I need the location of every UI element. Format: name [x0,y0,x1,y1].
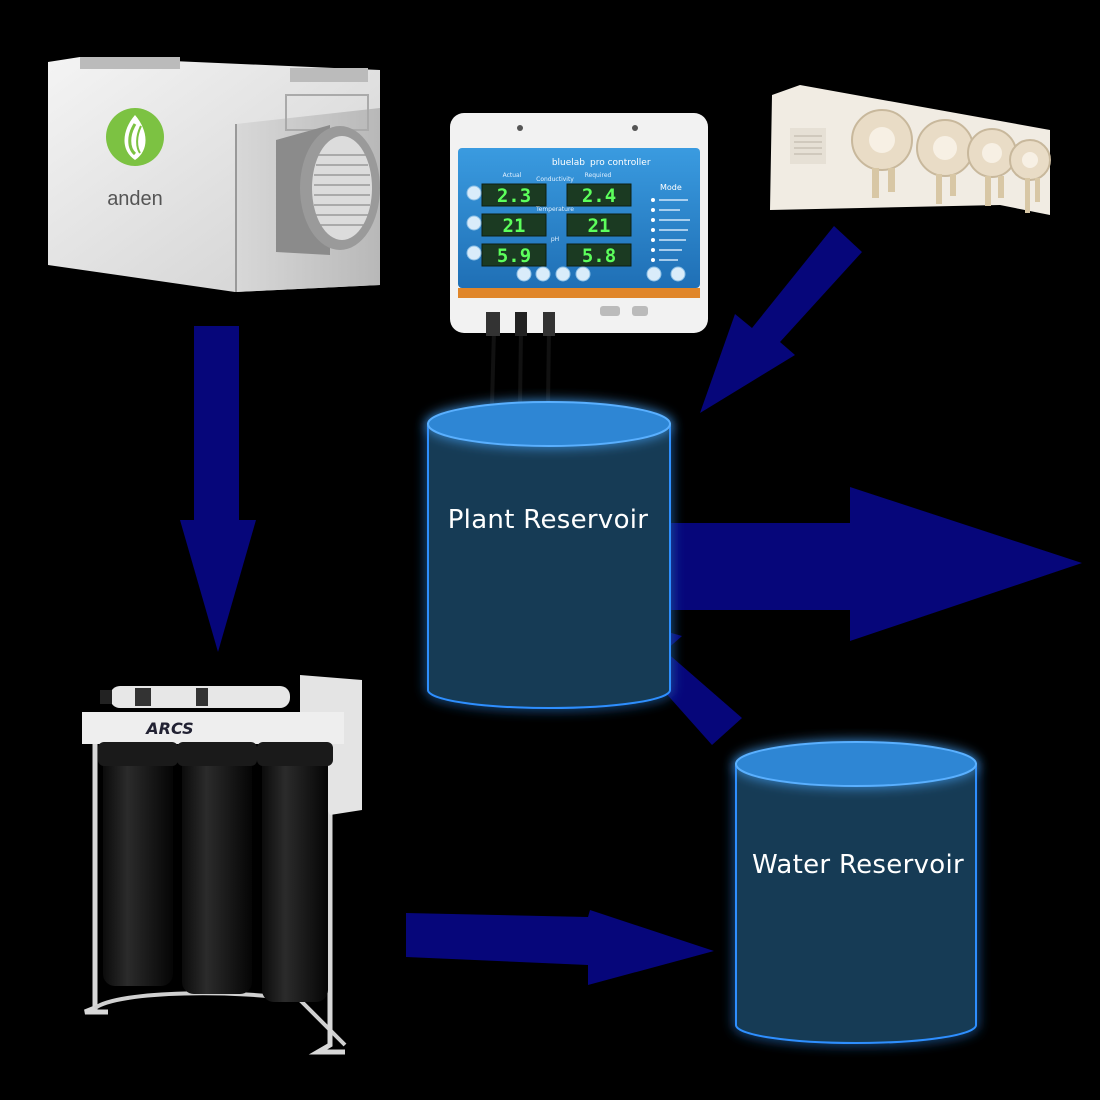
controller-row-label: Temperature [535,206,574,213]
dehumidifier: anden [48,57,380,292]
lcd-actual-value: 2.3 [497,185,531,207]
dehumidifier-brand: anden [107,188,163,210]
lcd-actual-screen [481,213,547,237]
dosing-pumps [770,85,1051,215]
lcd-required-screen [566,183,632,207]
controller-row-label: pH [551,236,559,243]
plant-reservoir [427,401,671,709]
arrow-dehumidifier-to-filter [180,326,256,652]
controller-col-required: Required [585,172,612,179]
lcd-actual-value: 21 [503,215,526,237]
lcd-actual-value: 5.9 [497,245,531,267]
controller-col-actual: Actual [503,172,522,179]
arrow-pumps-to-plant-reservoir [700,226,862,413]
filter-canisters [98,742,333,1002]
flow-arrows [180,226,1082,985]
lcd-required-value: 5.8 [582,245,616,267]
arrow-plant-reservoir-out [670,487,1082,641]
ro-filter-unit: ARCS [82,675,362,1055]
plant-reservoir-label: Plant Reservoir [447,505,649,535]
drop-leaf-icon [106,108,164,166]
water-reservoir-label: Water Reservoir [752,850,964,880]
arrow-filter-to-water-reservoir [406,910,714,985]
lcd-actual-screen [481,243,547,267]
lcd-actual-screen [481,183,547,207]
bluelab-controller: bluelab pro controller Actual Required M… [450,113,708,406]
lcd-required-value: 21 [588,215,611,237]
controller-mode-label: Mode [660,183,682,192]
controller-model: pro controller [590,158,651,168]
filter-brand: ARCS [144,719,193,738]
lcd-required-value: 2.4 [582,185,616,207]
water-reservoir [735,741,977,1044]
controller-brand: bluelab [552,158,585,168]
lcd-required-screen [566,213,632,237]
lcd-required-screen [566,243,632,267]
controller-row-label: Conductivity [536,176,574,183]
